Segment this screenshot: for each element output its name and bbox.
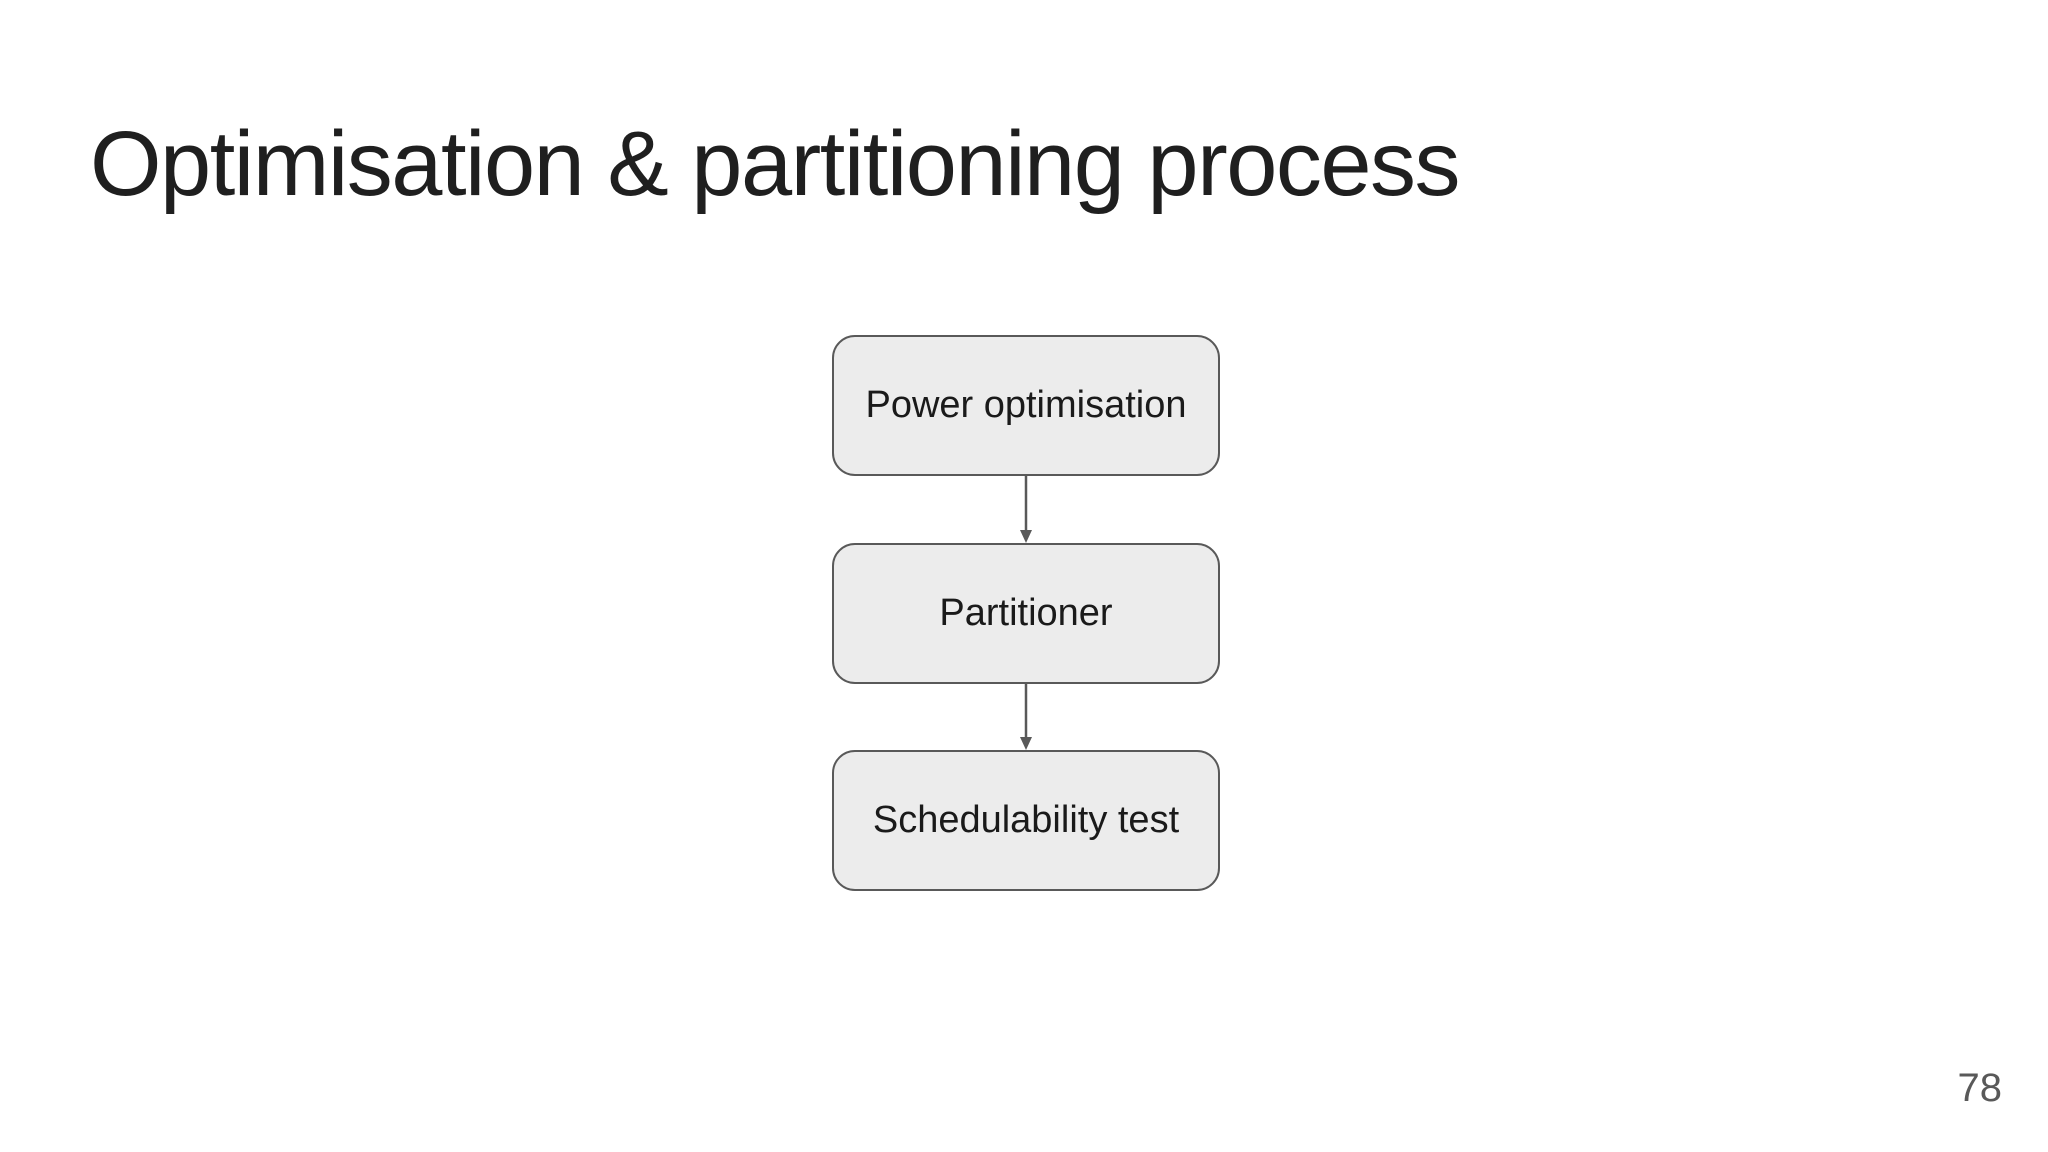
- slide-title: Optimisation & partitioning process: [90, 113, 1461, 215]
- node-label: Partitioner: [939, 592, 1113, 634]
- flow-arrow-down-icon: [1015, 684, 1037, 750]
- flowchart-node-partitioner: Partitioner: [832, 543, 1220, 684]
- page-number: 78: [1957, 1066, 2003, 1110]
- node-label: Power optimisation: [865, 384, 1187, 426]
- node-label: Schedulability test: [872, 799, 1180, 841]
- flow-arrow-down-icon: [1015, 476, 1037, 543]
- flowchart-node-power-optimisation: Power optimisation: [832, 335, 1220, 476]
- flowchart-node-schedulability-test: Schedulability test: [832, 750, 1220, 891]
